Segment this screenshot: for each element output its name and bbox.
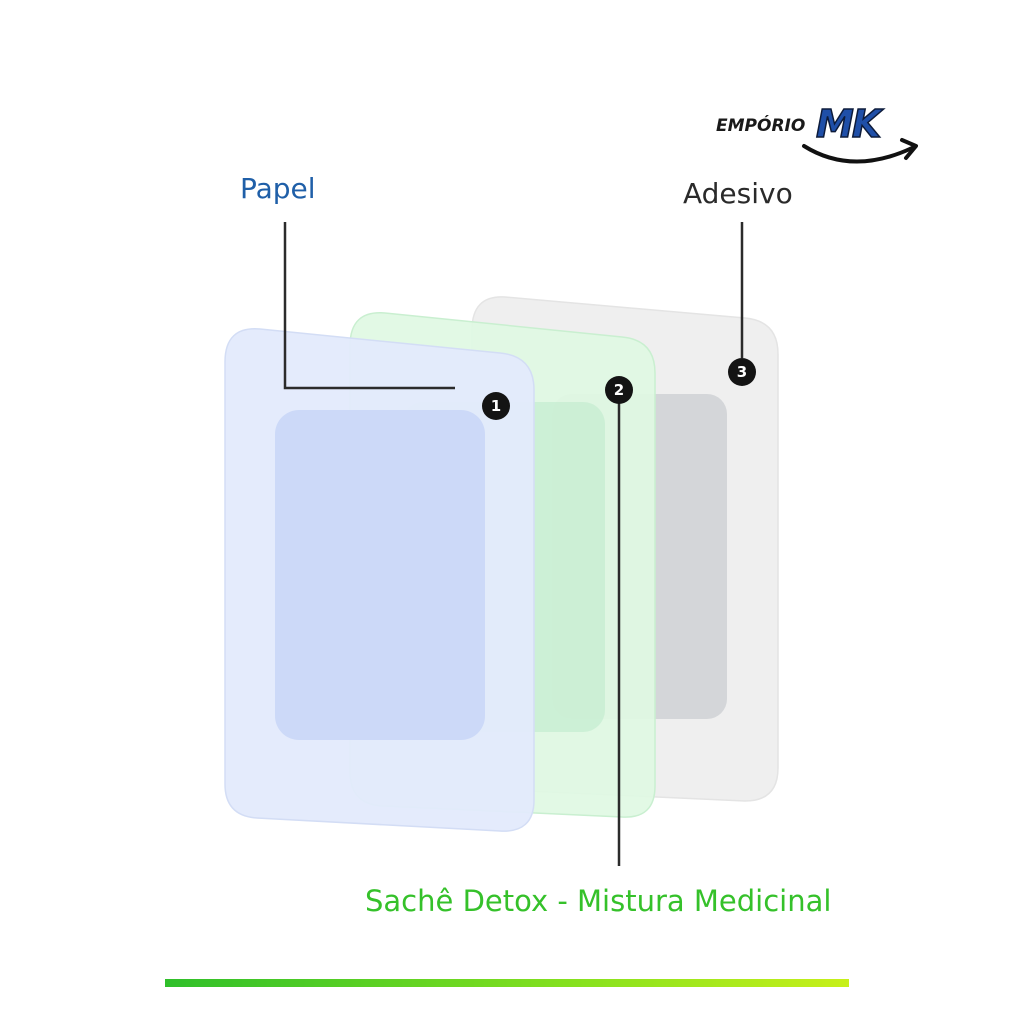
svg-text:3: 3 [737, 363, 747, 381]
layer-2-badge: 2 [605, 376, 633, 404]
logo-arrow-icon [802, 138, 918, 164]
logo-mark: MK [815, 101, 882, 147]
svg-text:2: 2 [614, 381, 624, 399]
svg-text:1: 1 [491, 397, 501, 415]
paper-layer-label: Papel [240, 172, 316, 205]
logo-prefix: EMPÓRIO [716, 116, 806, 136]
sachet-layer-label: Sachê Detox - Mistura Medicinal [365, 884, 832, 918]
paper-leader-line [283, 222, 455, 390]
paper-layer [224, 328, 535, 832]
layer-3-badge: 3 [728, 358, 756, 386]
adhesive-layer-label: Adesivo [683, 177, 793, 210]
bottom-gradient-bar [165, 979, 849, 987]
emporio-mk-logo: EMPÓRIO MK [712, 101, 922, 174]
layer-1-badge: 1 [482, 392, 510, 420]
